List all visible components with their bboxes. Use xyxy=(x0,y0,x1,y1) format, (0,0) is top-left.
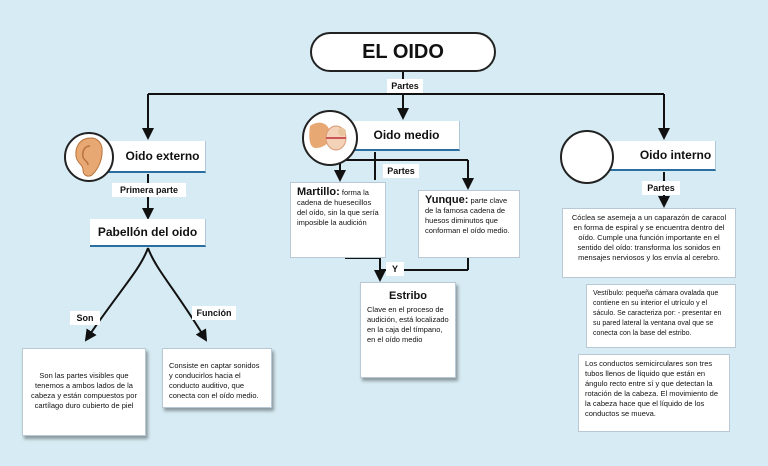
label-y: Y xyxy=(386,262,404,276)
funcion-text: Consiste en captar sonidos y conducirlos… xyxy=(169,361,260,400)
martillo-box: Martillo: forma la cadena de huesecillos… xyxy=(290,182,386,258)
coclea-box: Cóclea se asemeja a un caparazón de cara… xyxy=(562,208,736,278)
vestibulo-box: Vestíbulo: pequeña cámara ovalada que co… xyxy=(586,284,736,348)
semicirculares-box: Los conductos semicirculares son tres tu… xyxy=(578,354,730,432)
middle-ear-icon xyxy=(302,110,358,166)
oido-interno-circle xyxy=(560,130,614,184)
label-partes-top: Partes xyxy=(387,79,423,93)
label-partes-interno: Partes xyxy=(642,181,680,195)
label-primera-parte: Primera parte xyxy=(112,183,186,197)
son-text-box: Son las partes visibles que tenemos a am… xyxy=(22,348,146,436)
yunque-text: parte clave de la famosa cadena de hueso… xyxy=(425,196,510,235)
pabellon-node: Pabellón del oido xyxy=(90,219,206,247)
estribo-box: Estribo Clave en el proceso de audición,… xyxy=(360,282,456,378)
label-partes-medio: Partes xyxy=(383,164,419,178)
martillo-title: Martillo: xyxy=(297,186,340,198)
estribo-text: Clave en el proceso de audición, está lo… xyxy=(367,305,449,344)
coclea-text: Cóclea se asemeja a un caparazón de cara… xyxy=(571,213,727,262)
pabellon-label: Pabellón del oido xyxy=(97,225,198,239)
oido-medio-node: Oido medio xyxy=(348,121,460,151)
oido-medio-label: Oido medio xyxy=(373,128,440,142)
oido-interno-label: Oido interno xyxy=(639,148,712,162)
estribo-title: Estribo xyxy=(389,290,427,302)
funcion-text-box: Consiste en captar sonidos y conducirlos… xyxy=(162,348,272,408)
ear-icon xyxy=(64,132,114,182)
title-node: EL OIDO xyxy=(310,32,496,72)
yunque-title: Yunque: xyxy=(425,194,469,206)
semicirculares-text: Los conductos semicirculares son tres tu… xyxy=(585,359,718,418)
oido-interno-node: Oido interno xyxy=(608,141,716,171)
label-funcion: Función xyxy=(192,306,236,320)
yunque-box: Yunque: parte clave de la famosa cadena … xyxy=(418,190,520,258)
son-text: Son las partes visibles que tenemos a am… xyxy=(31,371,137,410)
oido-externo-label: Oido externo xyxy=(125,149,200,163)
label-son: Son xyxy=(70,311,100,325)
martillo-text: forma la cadena de huesecillos del oído,… xyxy=(297,188,379,227)
vestibulo-text: Vestíbulo: pequeña cámara ovalada que co… xyxy=(593,290,722,337)
